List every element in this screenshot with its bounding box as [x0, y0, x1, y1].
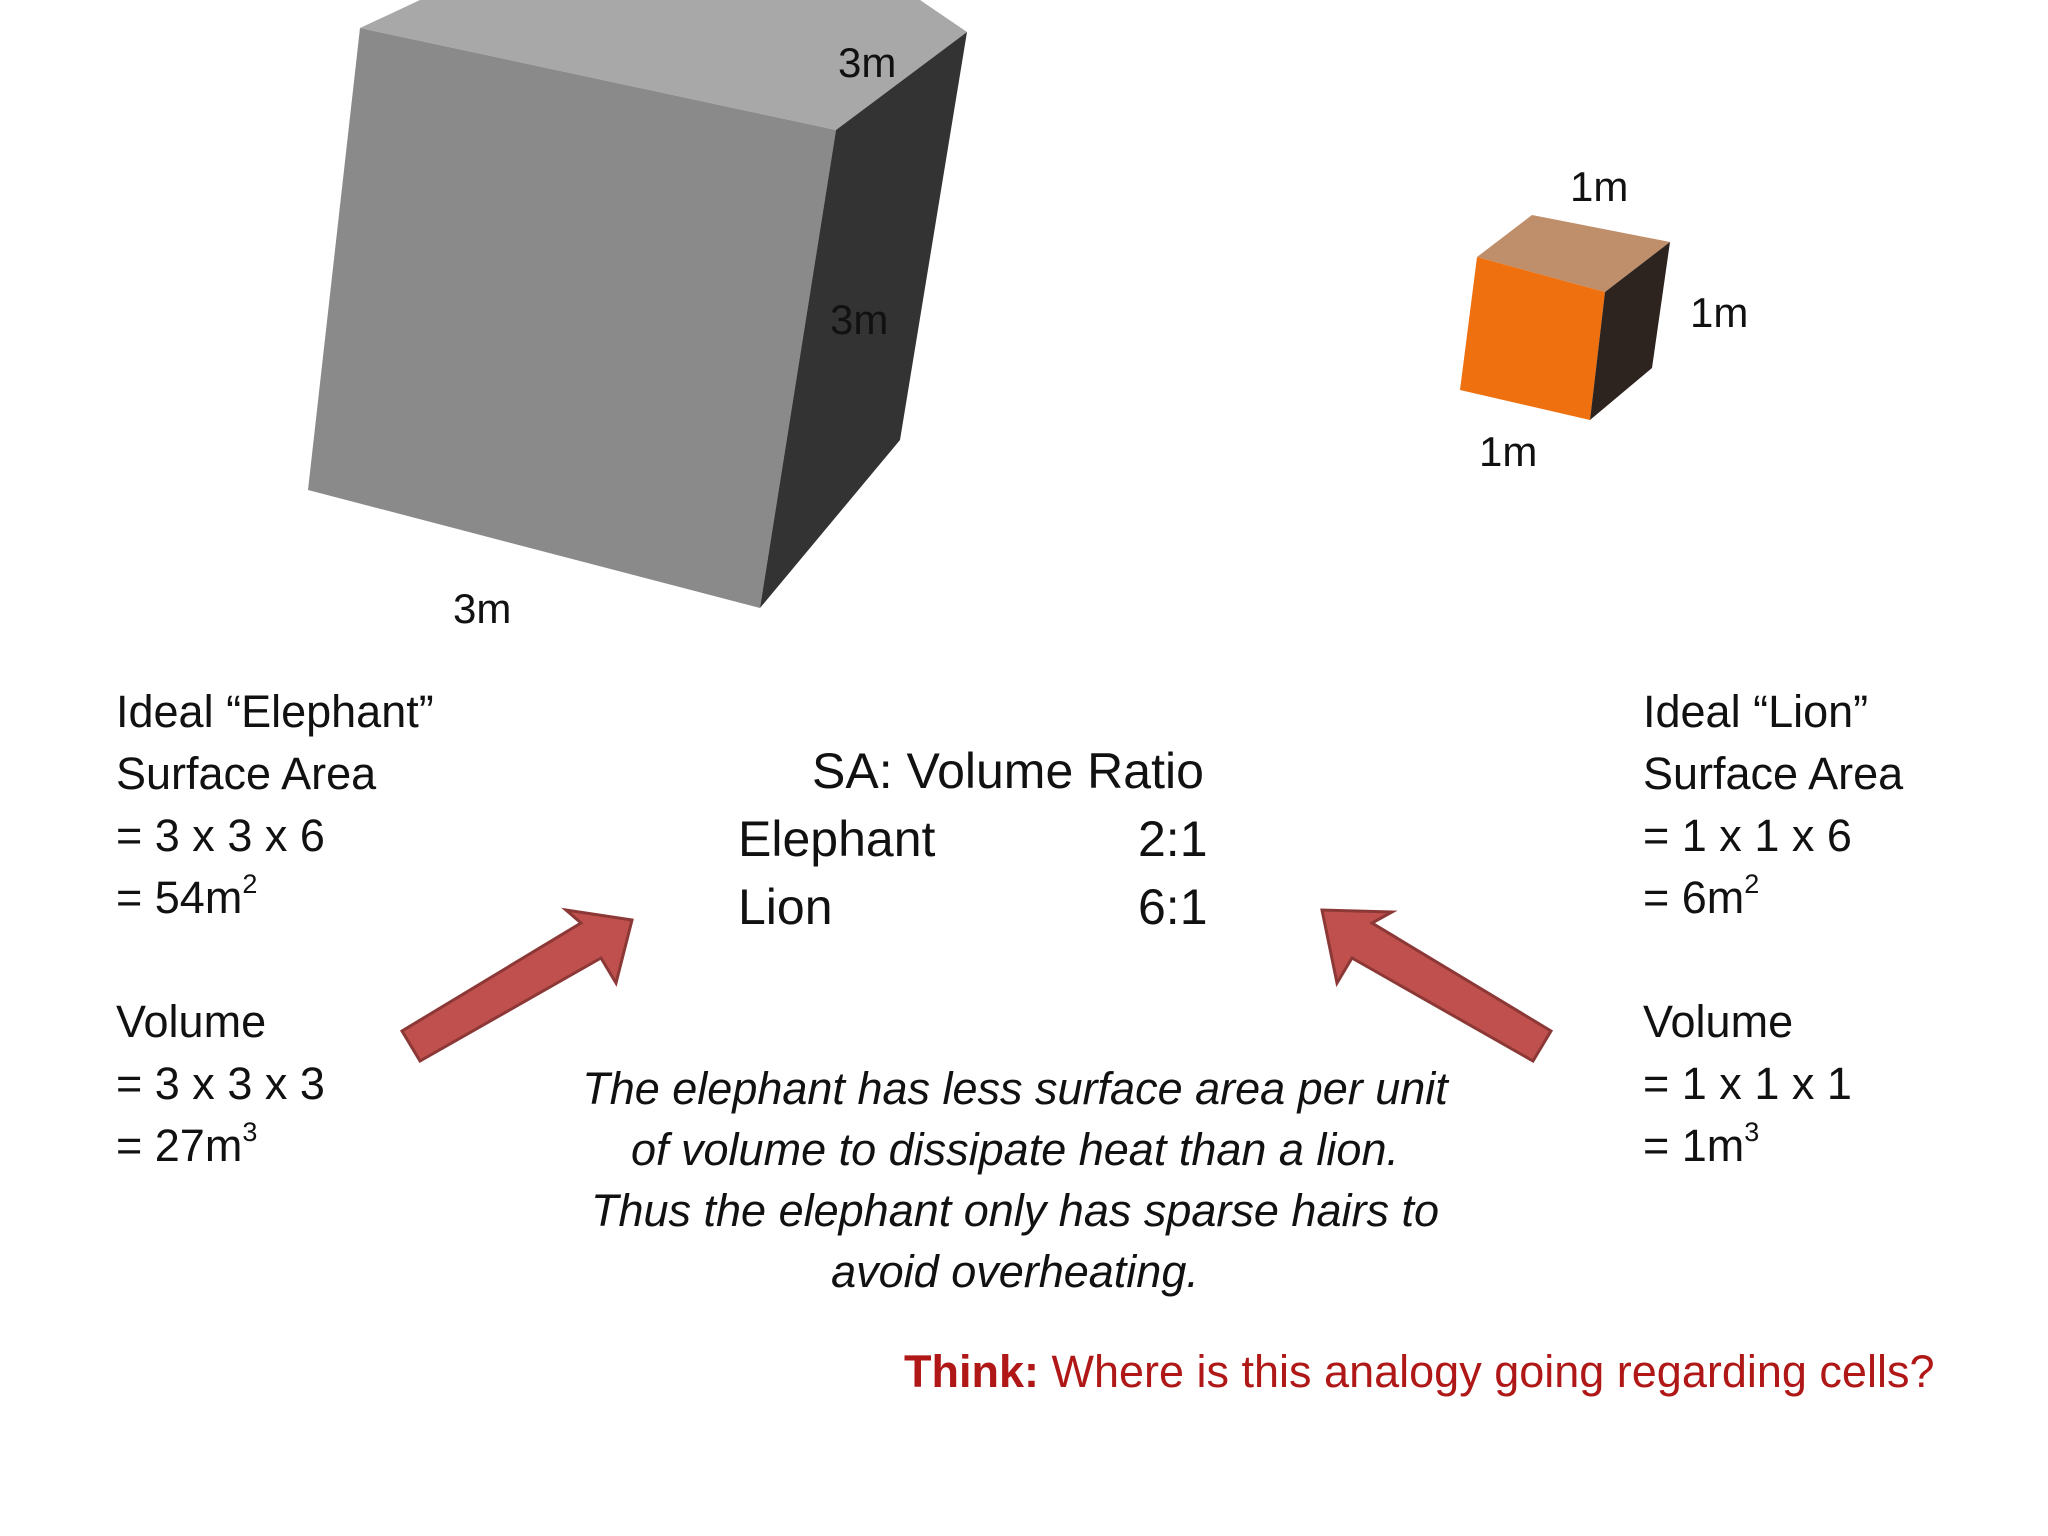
elephant-sa-heading: Surface Area	[116, 748, 377, 799]
lion-volume-heading: Volume	[1643, 996, 1794, 1047]
large-cube-side-face	[760, 32, 967, 608]
small-cube-front-face	[1460, 257, 1605, 420]
elephant-volume-formula: = 3 x 3 x 3	[116, 1058, 325, 1109]
elephant-calculations: Ideal “Elephant” Surface Area = 3 x 3 x …	[116, 681, 434, 1177]
elephant-title: Ideal “Elephant”	[116, 686, 434, 737]
lion-volume-formula: = 1 x 1 x 1	[1643, 1058, 1852, 1109]
large-cube-bottom-edge-label: 3m	[453, 585, 512, 632]
think-prompt: Think: Where is this analogy going regar…	[904, 1346, 1934, 1398]
small-cube-top-face	[1477, 215, 1670, 292]
explanation-line: The elephant has less surface area per u…	[582, 1063, 1448, 1114]
explanation-line: avoid overheating.	[831, 1246, 1199, 1297]
large-cube-side-edge-label: 3m	[830, 296, 889, 343]
right-arrow	[1320, 908, 1554, 1064]
lion-title: Ideal “Lion”	[1643, 686, 1869, 737]
ratio-row-value: 2:1	[1138, 811, 1208, 867]
ratio-row-name: Elephant	[738, 811, 936, 867]
large-cube-top-edge-label: 3m	[838, 39, 897, 86]
elephant-volume-heading: Volume	[116, 996, 267, 1047]
ratio-row-name: Lion	[738, 879, 833, 935]
large-cube-top-face	[360, 0, 967, 130]
left-arrow	[399, 907, 634, 1064]
lion-volume-result: = 1m3	[1643, 1116, 1760, 1171]
think-question: Where is this analogy going regarding ce…	[1038, 1346, 1935, 1397]
ratio-title: SA: Volume Ratio	[812, 743, 1204, 799]
elephant-sa-formula: = 3 x 3 x 6	[116, 810, 325, 861]
think-label: Think:	[904, 1346, 1039, 1397]
lion-sa-formula: = 1 x 1 x 6	[1643, 810, 1852, 861]
elephant-volume-result: = 27m3	[116, 1116, 258, 1171]
elephant-sa-result: = 54m2	[116, 868, 258, 923]
small-cube-side-edge-label: 1m	[1690, 289, 1749, 336]
explanation-line: Thus the elephant only has sparse hairs …	[590, 1185, 1439, 1236]
small-cube-bottom-edge-label: 1m	[1479, 428, 1538, 475]
small-cube-top-edge-label: 1m	[1570, 163, 1629, 210]
explanation-line: of volume to dissipate heat than a lion.	[631, 1124, 1399, 1175]
lion-sa-heading: Surface Area	[1643, 748, 1904, 799]
ratio-row-value: 6:1	[1138, 879, 1208, 935]
lion-calculations: Ideal “Lion” Surface Area = 1 x 1 x 6 = …	[1643, 681, 1903, 1177]
large-cube-front-face	[308, 28, 836, 608]
explanation-text: The elephant has less surface area per u…	[520, 1058, 1510, 1302]
small-cube-side-face	[1590, 242, 1670, 420]
lion-sa-result: = 6m2	[1643, 868, 1760, 923]
